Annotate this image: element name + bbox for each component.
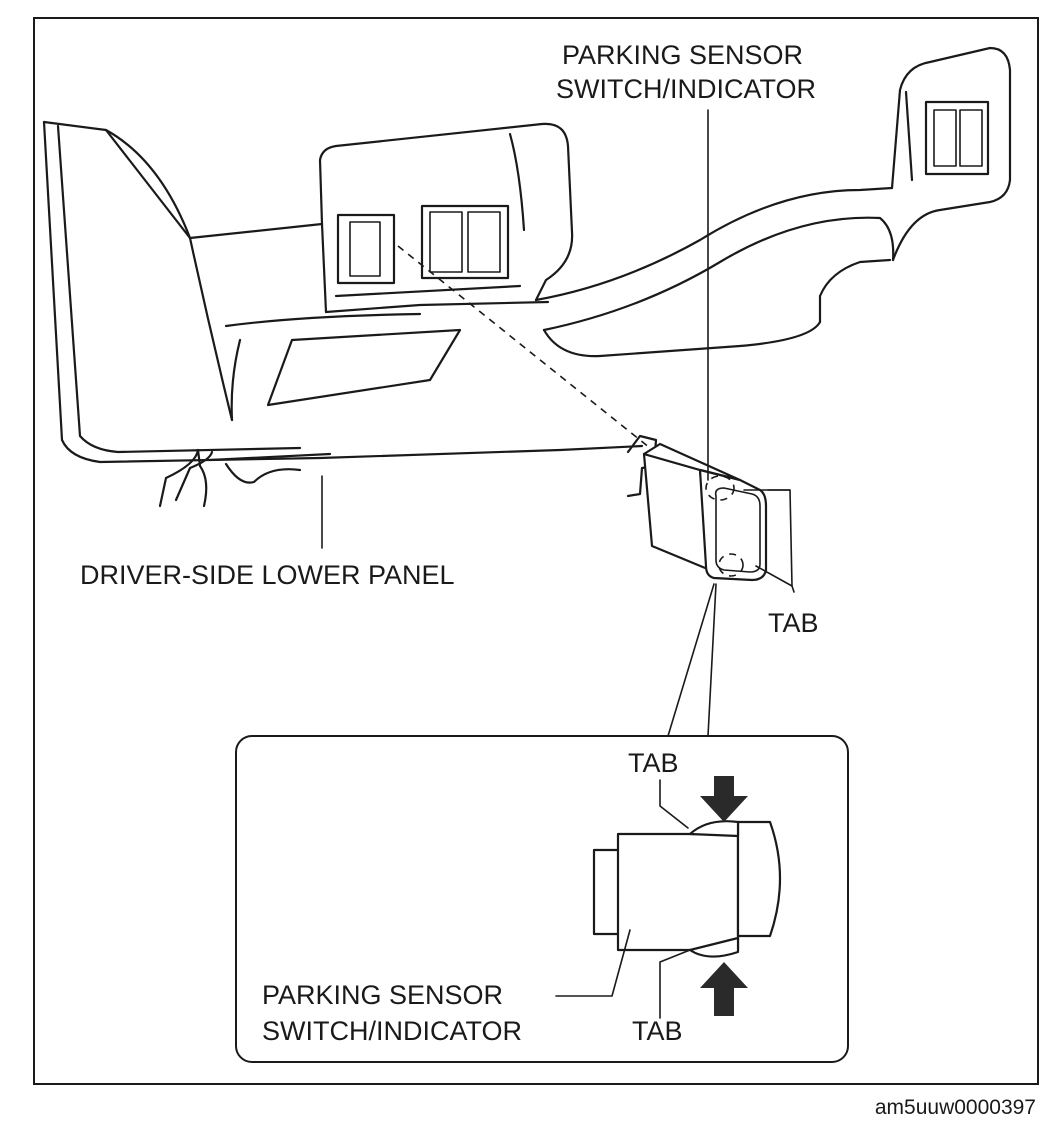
detail-tab-bottom-leader: [659, 949, 691, 1019]
driver-side-lower-panel: [42, 46, 1012, 508]
panel-label: DRIVER-SIDE LOWER PANEL: [80, 560, 455, 590]
detail-inset-box: [235, 735, 849, 1063]
down-arrow-icon: [700, 776, 748, 822]
figure-code: am5uuw0000397: [875, 1096, 1036, 1119]
top-switch-label-line1: PARKING SENSOR: [562, 40, 803, 70]
installation-path-line: [397, 245, 651, 449]
detail-leader-left: [667, 583, 715, 737]
tab-bracket: [743, 489, 793, 587]
detail-switch-leader: [555, 929, 631, 997]
up-arrow-icon: [700, 962, 748, 1016]
top-switch-label-line2: SWITCH/INDICATOR: [556, 74, 816, 104]
detail-tab-top-leader: [659, 779, 689, 829]
tab-label-detail-top: TAB: [628, 748, 679, 778]
figure-frame: [33, 17, 1039, 1085]
detail-switch-label-line2: SWITCH/INDICATOR: [262, 1016, 522, 1046]
tab-bracket-stem: [791, 585, 795, 593]
tab-label-main: TAB: [768, 608, 819, 638]
tab-label-detail-bottom: TAB: [632, 1016, 683, 1046]
detail-switch: [592, 820, 782, 958]
parking-sensor-switch: [626, 434, 768, 582]
detail-switch-label-line1: PARKING SENSOR: [262, 980, 503, 1010]
detail-leader-right: [707, 583, 717, 737]
